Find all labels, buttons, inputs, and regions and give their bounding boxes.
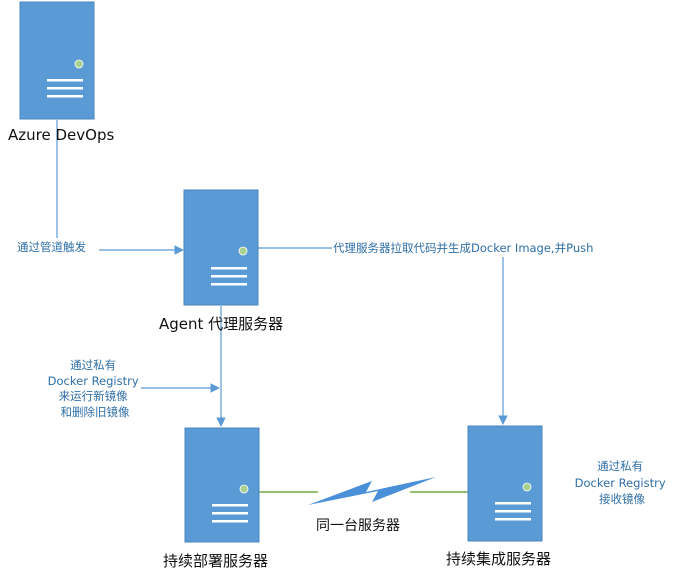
server-deploy[interactable] [184, 427, 260, 543]
label-same-server: 同一台服务器 [316, 518, 400, 534]
svg-text:代理服务器拉取代码并生成Docker Image,并Push: 代理服务器拉取代码并生成Docker Image,并Push [333, 241, 593, 255]
label-ci: 持续集成服务器 [446, 550, 551, 568]
label-deploy: 持续部署服务器 [163, 552, 268, 570]
label-pull-build-push: 代理服务器拉取代码并生成Docker Image,并Push [332, 240, 608, 257]
label-azure: Azure DevOps [8, 126, 114, 144]
label-pipeline-trigger: 通过管道触发 [15, 238, 99, 255]
server-agent[interactable] [183, 189, 259, 306]
label-agent: Agent 代理服务器 [159, 315, 283, 333]
server-ci[interactable] [467, 425, 543, 542]
lightning-icon [308, 477, 436, 505]
server-azure[interactable] [19, 1, 95, 120]
note-ci-receive: 通过私有 Docker Registry 接收镜像 [575, 459, 670, 506]
push-connector [258, 247, 508, 425]
label-private-registry-run: 通过私有 Docker Registry 来运行新镜像 和删除旧镜像 [48, 358, 143, 419]
svg-text:通过管道触发: 通过管道触发 [17, 240, 86, 254]
